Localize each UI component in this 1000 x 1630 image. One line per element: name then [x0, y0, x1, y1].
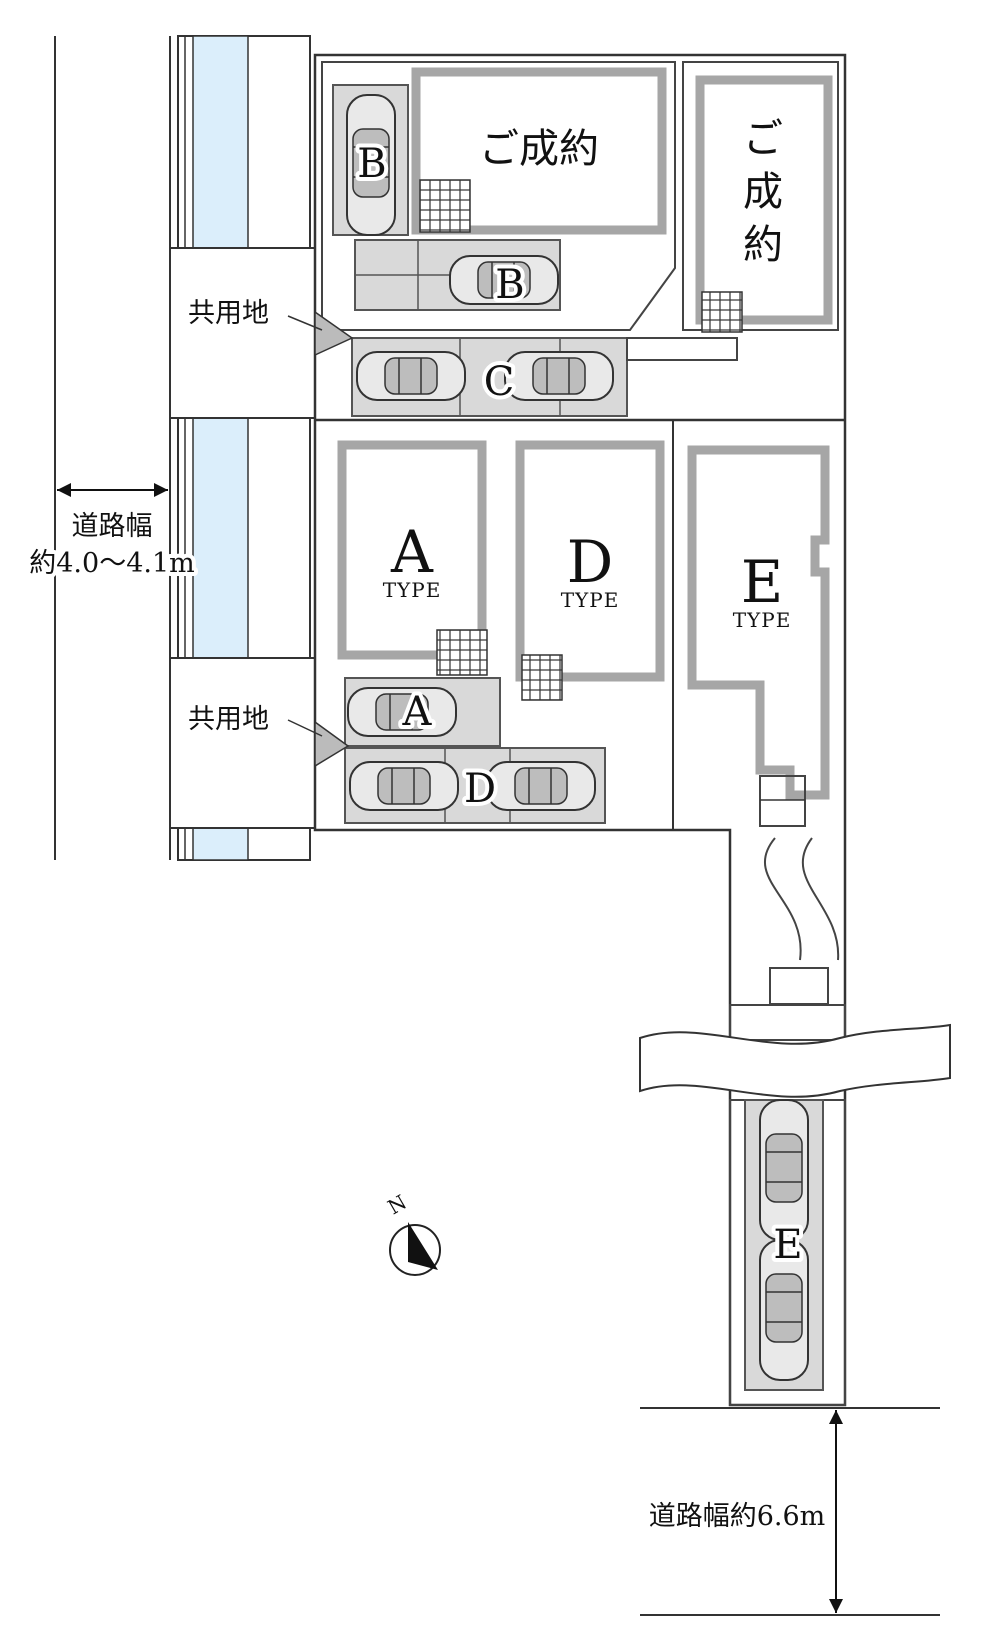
grid-terrace-icon [436, 629, 488, 676]
shared-land-arrow [314, 720, 350, 768]
dimension-arrow-icon [57, 483, 168, 497]
west-road-width-label-1: 道路幅 [72, 511, 153, 542]
lot-a [337, 440, 501, 747]
grid-terrace-icon [701, 291, 743, 333]
grid-terrace-icon [521, 654, 563, 701]
sold-label-top: ご成約 [479, 126, 599, 172]
sold-label-right-2: 成 [743, 169, 783, 215]
break-line [639, 1023, 951, 1098]
parking-b-label-top: B [357, 141, 386, 187]
south-road-width-label: 道路幅約6.6m [649, 1501, 826, 1532]
lot-e-label: E [741, 548, 783, 616]
shared-land-strip-south [169, 657, 316, 829]
sold-label-right-3: 約 [743, 222, 783, 268]
lot-e [687, 445, 846, 1041]
west-road-width-label-2: 約4.0～4.1m [29, 548, 194, 579]
grid-terrace-icon [419, 179, 471, 233]
parking-c [314, 310, 738, 417]
parking-e-label: E [773, 1222, 802, 1268]
sold-label-right-1: ご [743, 116, 783, 162]
parking-b-label: B [495, 262, 524, 308]
sold-lot-northeast [682, 61, 839, 333]
sold-lot-north-block [321, 61, 676, 331]
shared-land-strip-north [169, 247, 316, 419]
north-arrow-icon: N [384, 1190, 441, 1276]
west-road [54, 36, 171, 860]
parking-e [729, 1099, 846, 1406]
lot-e-type: TYPE [733, 608, 792, 632]
lot-d [314, 440, 665, 824]
shared-land-arrow [314, 310, 354, 357]
shared-land-label-north: 共用地 [188, 298, 269, 329]
shared-land-label-south: 共用地 [188, 704, 269, 735]
parking-d-label: D [464, 766, 496, 812]
parking-a-label: A [402, 689, 433, 735]
lot-d-label: D [567, 528, 614, 596]
parking-c-label: C [484, 359, 515, 405]
lot-a-type: TYPE [383, 578, 442, 602]
lot-d-type: TYPE [561, 588, 620, 612]
north-label: N [384, 1190, 411, 1220]
south-road [640, 1407, 940, 1616]
lot-a-label: A [390, 518, 434, 586]
